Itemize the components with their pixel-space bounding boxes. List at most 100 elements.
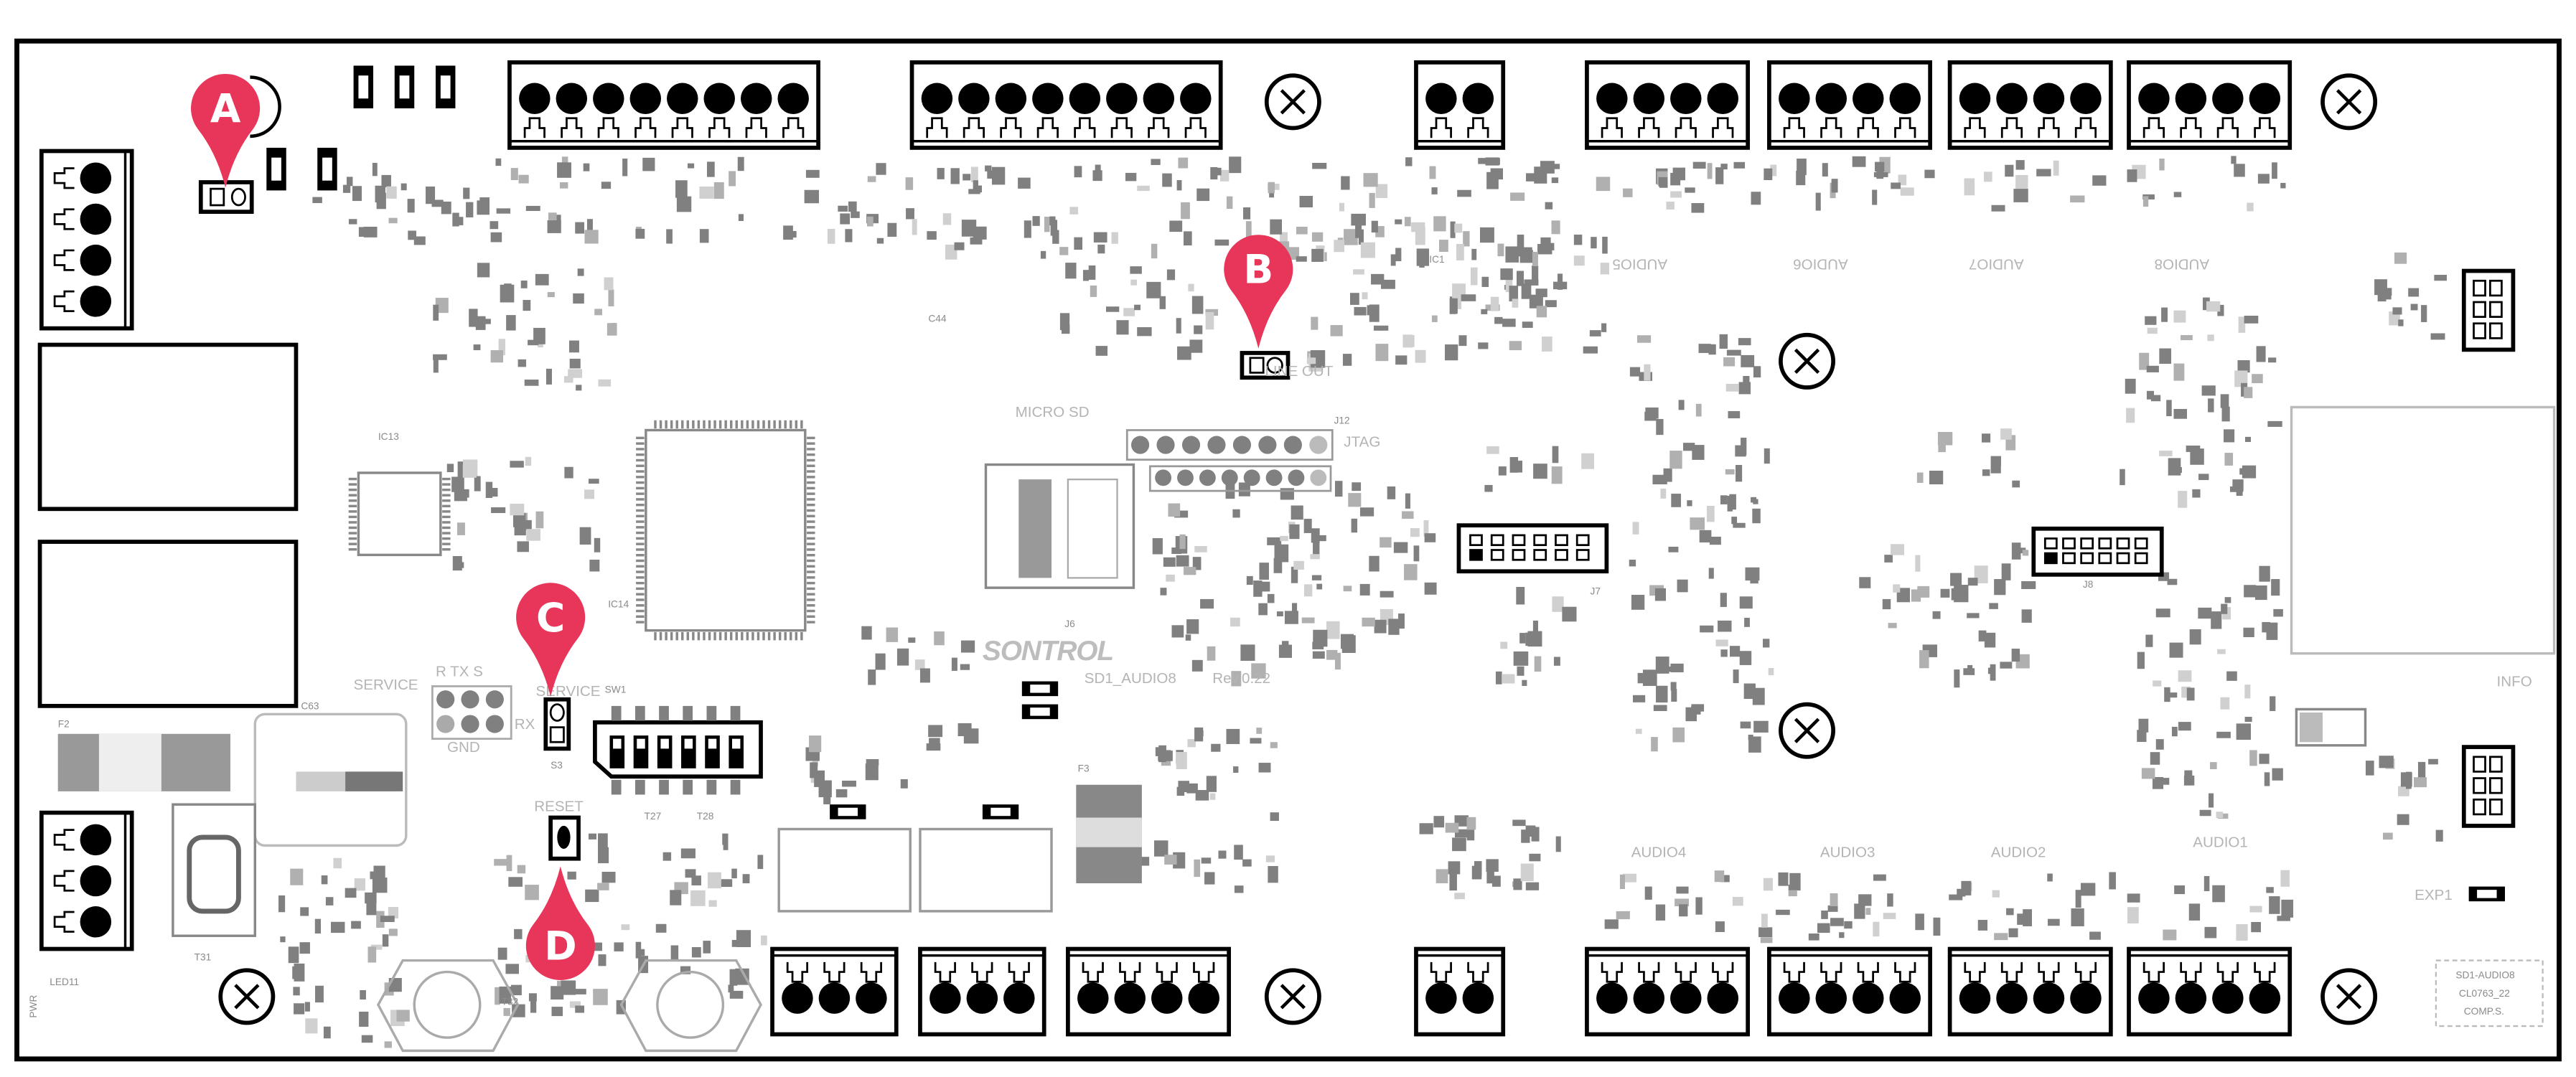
smd-component: [1873, 172, 1888, 177]
terminal-pin: [958, 83, 990, 115]
smd-component: [380, 916, 395, 923]
smd-component: [1720, 593, 1727, 607]
smd-component: [635, 941, 642, 959]
smd-component: [1532, 251, 1538, 266]
mounting-hole-icon: [1264, 968, 1321, 1025]
smd-component: [1387, 486, 1396, 499]
mounting-hole-icon: [218, 968, 276, 1025]
smd-component: [1733, 669, 1739, 684]
smd-component: [2181, 335, 2193, 341]
smd-component: [1456, 244, 1464, 260]
smd-component: [2244, 585, 2257, 598]
smd-component: [304, 1002, 310, 1012]
smd-component: [1808, 933, 1819, 941]
smd-component: [896, 648, 909, 666]
marker-c-pin[interactable]: C: [516, 583, 586, 697]
smd-component: [1097, 244, 1105, 254]
smd-component: [1635, 728, 1642, 734]
smd-component: [551, 1007, 563, 1017]
smd-component: [1591, 237, 1597, 249]
smd-component: [1788, 884, 1797, 890]
smd-component: [561, 156, 568, 168]
smd-component: [1166, 574, 1175, 582]
smd-component: [1735, 445, 1746, 457]
smd-component: [703, 941, 711, 954]
jumper-reset[interactable]: [548, 815, 581, 861]
smd-component: [699, 229, 709, 243]
fuse-f1: [2295, 707, 2367, 747]
smd-component: [1065, 263, 1077, 279]
smd-component: [937, 168, 945, 179]
main-mcu-ic14: [348, 420, 815, 641]
smd-component: [680, 848, 695, 859]
smd-component: [2022, 550, 2029, 556]
smd-component: [1343, 585, 1352, 592]
smd-component: [498, 339, 505, 356]
smd-component: [1555, 836, 1561, 852]
smd-component: [1708, 568, 1714, 579]
smd-component: [533, 327, 545, 344]
marker-d-pin[interactable]: D: [525, 866, 595, 981]
smd-component: [1486, 171, 1499, 189]
jumper-service[interactable]: [543, 697, 571, 751]
smd-component: [1092, 170, 1102, 182]
smd-component: [2280, 870, 2290, 887]
smd-component: [867, 216, 874, 227]
terminal-pin: [703, 83, 735, 115]
smd-component: [2256, 346, 2266, 362]
smd-component: [1466, 817, 1476, 830]
terminal-pin: [740, 83, 772, 115]
smd-component: [1234, 885, 1244, 893]
smd-component: [525, 885, 539, 900]
smd-component: [1924, 169, 1935, 179]
jtag-header[interactable]: [1125, 429, 1334, 492]
smd-component: [662, 852, 672, 861]
smd-component: [490, 232, 502, 243]
smd-component: [2005, 164, 2014, 177]
smd-component: [2000, 428, 2012, 440]
smd-component: [1633, 695, 1646, 702]
smd-component: [1049, 216, 1056, 226]
button-re2[interactable]: [919, 827, 1053, 913]
terminal-pin: [1889, 83, 1921, 115]
terminal-pin: [2175, 982, 2207, 1014]
smd-component: [1311, 316, 1319, 330]
smd-component: [569, 358, 581, 369]
smd-component: [731, 939, 741, 947]
smd-component: [2178, 670, 2192, 682]
smd-component: [1733, 161, 1746, 169]
smd-component: [1666, 201, 1675, 210]
smd-component: [1708, 344, 1716, 355]
smd-component: [2244, 316, 2259, 324]
button-re1[interactable]: [777, 827, 912, 913]
jumper-a[interactable]: [198, 180, 254, 215]
marker-a-pin[interactable]: A: [191, 73, 261, 188]
connector-audio5: [1585, 60, 1751, 150]
smd-component: [1316, 583, 1323, 590]
mounting-hole-icon: [1779, 332, 1836, 390]
smd-component: [1715, 167, 1724, 184]
smd-component: [1715, 921, 1725, 932]
smd-component: [1668, 546, 1679, 552]
smd-component: [547, 292, 555, 298]
smd-component: [2165, 692, 2178, 698]
smd-component: [559, 182, 568, 189]
smd-component: [2080, 883, 2096, 896]
jumper-b[interactable]: [1240, 351, 1291, 380]
smd-component: [1797, 159, 1807, 175]
dip-switch-sw1[interactable]: [593, 705, 763, 795]
terminal-pin: [1425, 83, 1457, 115]
gnd-label: GND: [447, 739, 480, 756]
smd-component: [2173, 408, 2188, 419]
smd-component: [1718, 620, 1732, 632]
smd-component: [567, 871, 576, 880]
smd-component: [1176, 555, 1189, 567]
smd-component: [687, 163, 695, 169]
terminal-pin: [2033, 83, 2065, 115]
smd-component: [2267, 420, 2282, 427]
smd-component: [1888, 623, 1897, 629]
marker-b-pin[interactable]: B: [1224, 235, 1293, 349]
smd-component: [1369, 192, 1375, 208]
terminal-pin: [1151, 982, 1183, 1014]
smd-component: [2249, 750, 2257, 766]
